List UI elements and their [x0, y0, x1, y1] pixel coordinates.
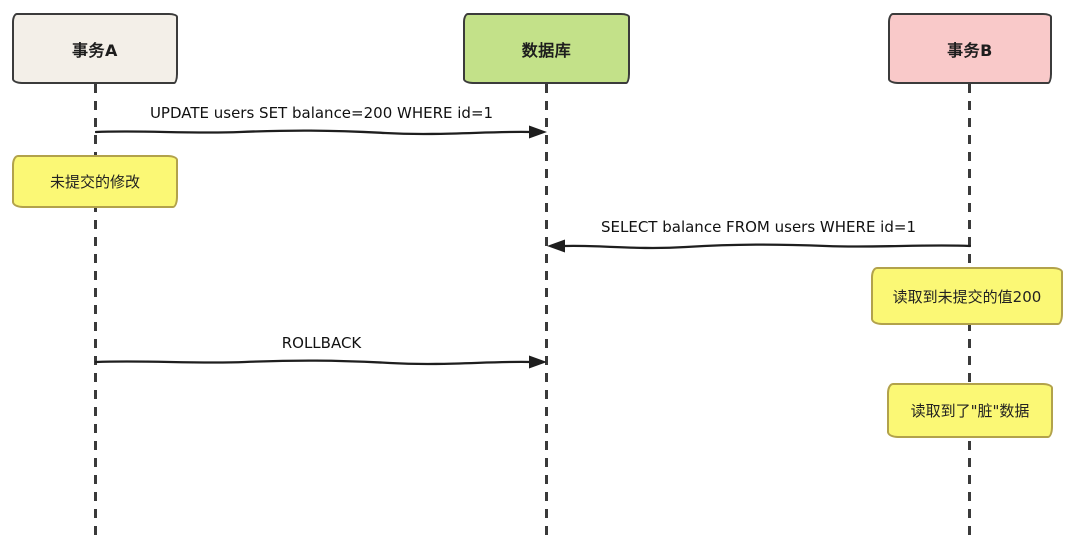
actor-transaction-a-label: 事务A [72, 40, 118, 60]
note-dirty-data-read-label: 读取到了"脏"数据 [910, 402, 1030, 420]
note-uncommitted-change: 未提交的修改 [12, 155, 178, 208]
message-rollback-label: ROLLBACK [281, 334, 362, 352]
lifeline-database [545, 84, 548, 536]
note-read-uncommitted-value: 读取到未提交的值200 [871, 267, 1063, 325]
note-uncommitted-change-label: 未提交的修改 [49, 173, 140, 191]
arrow-right-icon [95, 125, 547, 139]
arrow-right-icon [95, 355, 547, 369]
actor-transaction-a: 事务A [12, 13, 178, 84]
arrow-left-icon [547, 239, 971, 253]
actor-transaction-b-label: 事务B [947, 40, 993, 60]
note-read-uncommitted-value-label: 读取到未提交的值200 [892, 287, 1042, 306]
actor-transaction-b: 事务B [888, 13, 1052, 84]
message-select-label: SELECT balance FROM users WHERE id=1 [601, 218, 916, 236]
message-rollback: ROLLBACK [95, 333, 548, 371]
actor-database: 数据库 [463, 13, 630, 84]
message-update-label: UPDATE users SET balance=200 WHERE id=1 [149, 104, 494, 122]
message-update: UPDATE users SET balance=200 WHERE id=1 [95, 103, 548, 141]
note-dirty-data-read: 读取到了"脏"数据 [887, 383, 1053, 438]
lifeline-transaction-a [94, 84, 97, 536]
actor-database-label: 数据库 [521, 40, 572, 60]
message-select: SELECT balance FROM users WHERE id=1 [546, 217, 971, 255]
